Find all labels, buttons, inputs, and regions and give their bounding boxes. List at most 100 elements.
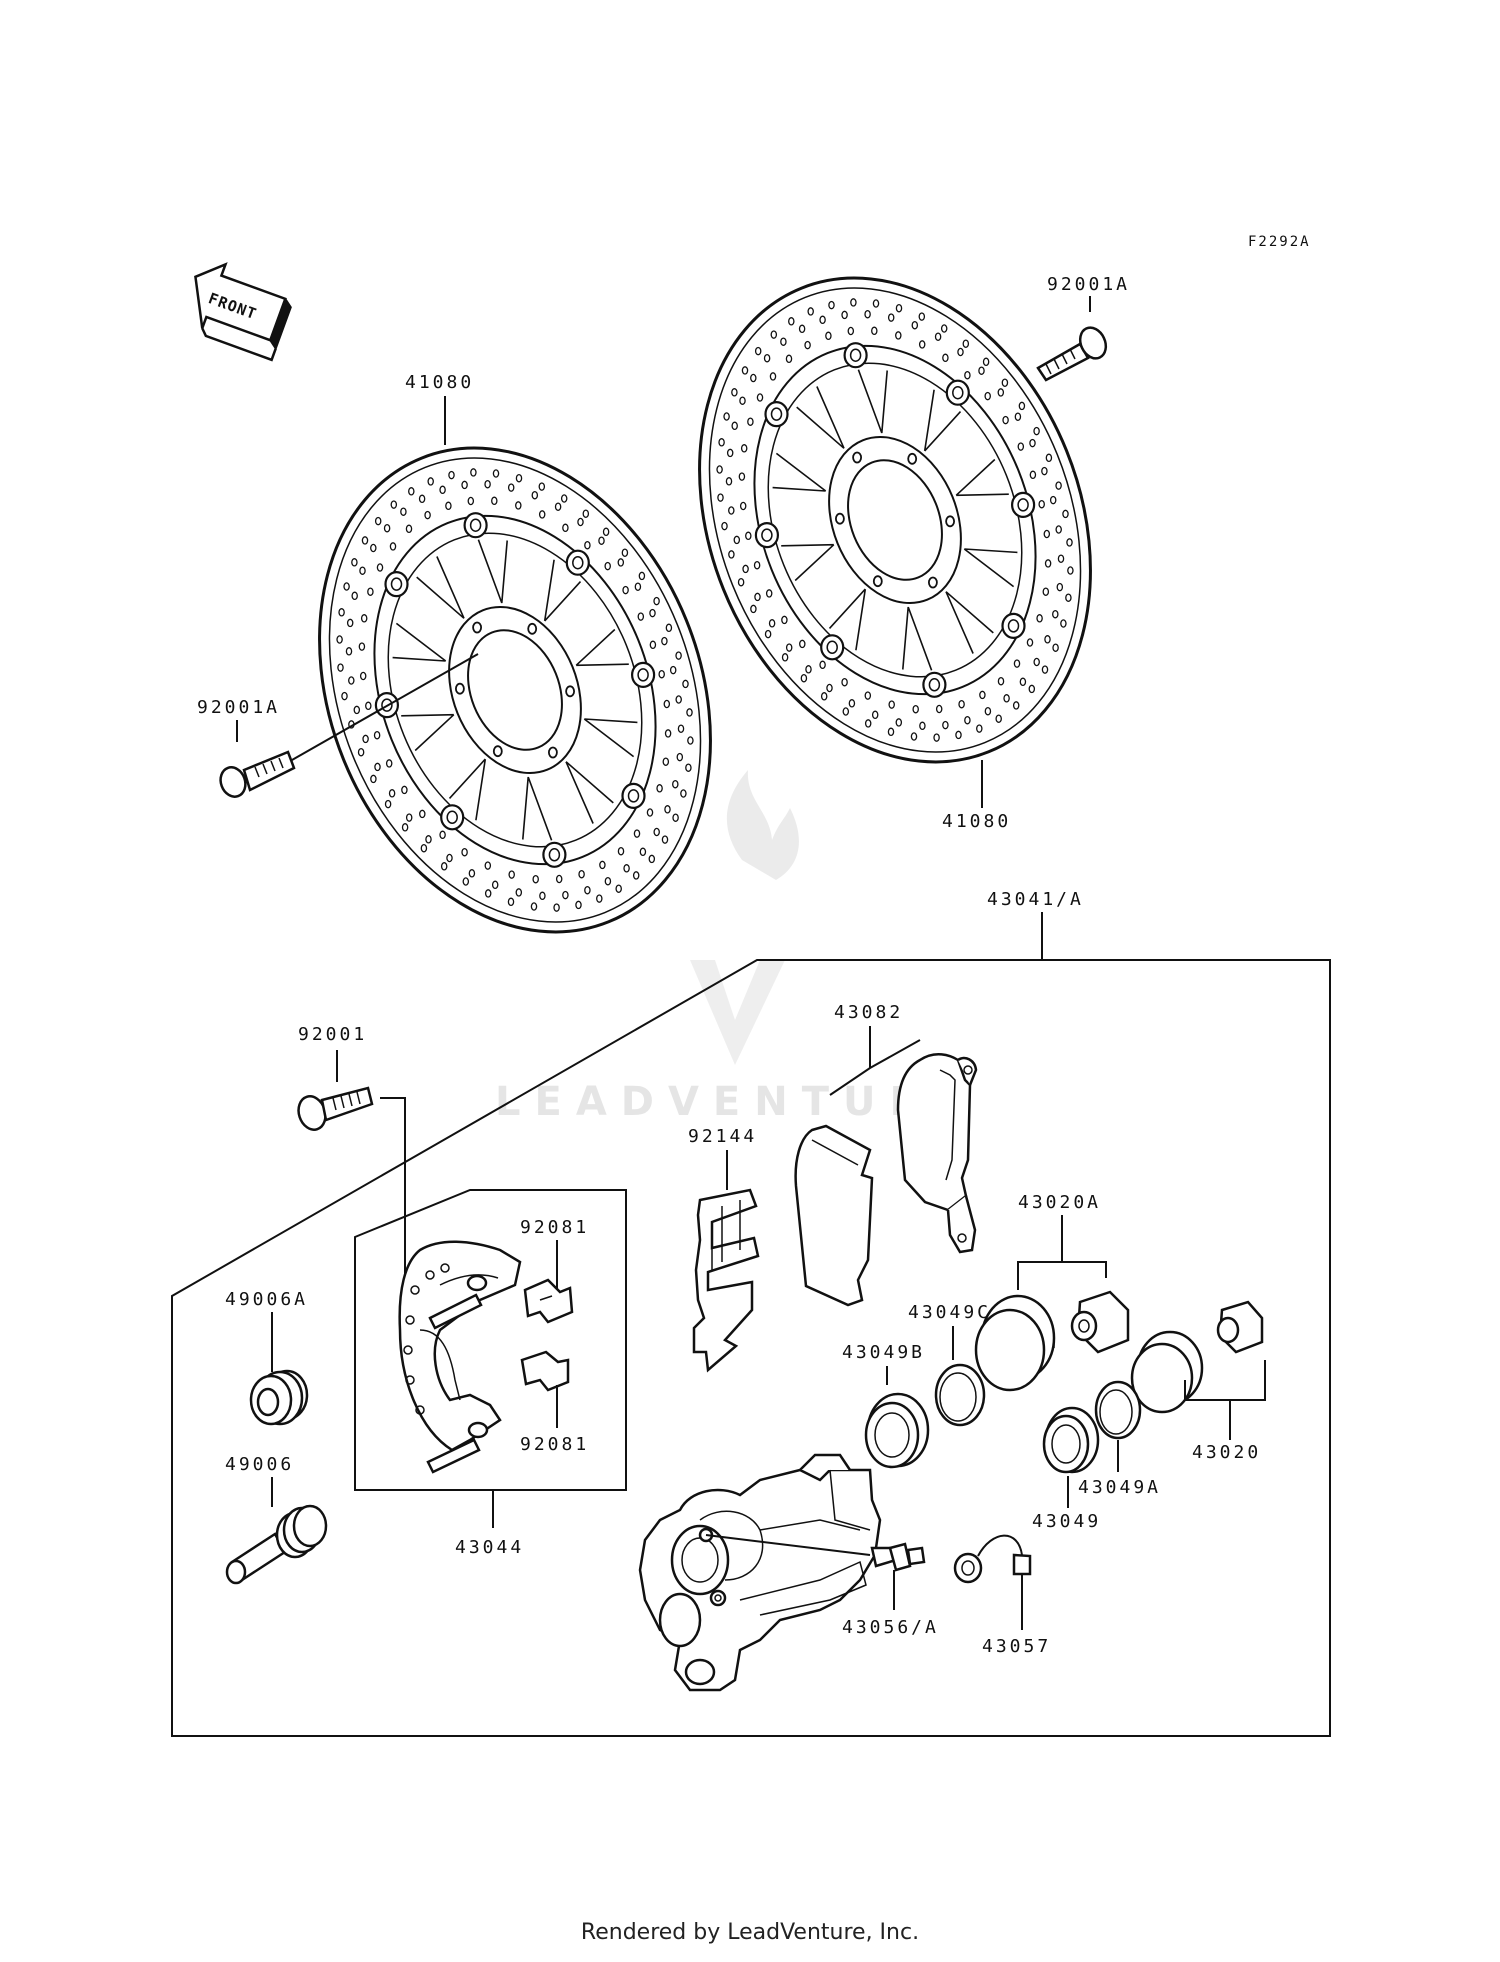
label-bolt-caliper: 92001 [298,1024,367,1045]
drill-hole [731,421,738,431]
hub-bolt-hole [872,575,883,588]
drill-hole [686,708,693,717]
label-bolt-right: 92001A [1047,274,1130,295]
disc-rivet [764,401,789,428]
drill-hole [538,510,546,519]
leader-piston-a-bracket [1017,1261,1107,1290]
disc-rivet-center [627,789,640,803]
drill-hole [747,417,754,426]
drill-hole [374,516,382,526]
drill-hole [491,496,498,506]
hub-bolt-hole [835,512,845,525]
drill-hole [419,809,426,819]
drill-hole [1038,499,1045,509]
disc-rivet-center [770,407,783,421]
drill-hole [768,619,776,628]
label-boot-a: 49006A [225,1289,308,1310]
drill-hole [726,448,734,458]
drill-hole [343,582,350,591]
disc-rivet [440,804,465,831]
drill-hole [492,469,500,478]
disc-spoke [902,606,933,671]
drill-hole [531,490,539,500]
drill-hole [675,651,682,660]
disc-left-hub-holes [454,621,575,759]
drill-hole [446,853,453,863]
caliper-body [638,1453,882,1692]
drill-hole [418,494,426,504]
drill-hole [910,732,918,741]
drill-hole [685,763,692,772]
disc-spoke [448,758,487,821]
drill-hole [598,536,605,545]
drill-hole [373,730,381,740]
hub-bolt-hole [907,452,918,465]
drill-hole [842,707,850,716]
drill-hole [864,719,872,728]
drill-hole [942,720,949,730]
disc-spoke [923,389,962,452]
drill-hole [661,835,669,844]
drill-hole [753,560,761,570]
disc-bolt-left [219,750,296,798]
disc-right-spokes [772,369,1018,671]
disc-bolt-right [1036,326,1108,382]
drill-hole [718,438,725,447]
drill-hole [358,642,366,651]
label-piston-a: 43020A [1018,1192,1101,1213]
drill-hole [401,823,409,832]
disc-rivet [384,570,409,598]
drill-hole [351,558,358,567]
drill-hole [338,608,345,617]
drill-hole [345,647,353,656]
drill-hole [1026,638,1034,647]
drill-hole [539,891,546,901]
drill-hole [1043,529,1051,539]
drill-hole [721,521,728,531]
drill-hole [1065,593,1072,602]
drill-hole [1028,684,1036,694]
brake-disc-right [698,276,1092,764]
drill-hole [1019,677,1027,687]
disc-rivet-center [381,698,393,712]
drill-hole [401,785,408,795]
disc-spoke [522,776,553,841]
brake-pad-front [794,1124,874,1307]
drill-hole [754,346,762,356]
drill-hole [716,465,723,474]
drill-hole [661,636,668,646]
drill-hole [934,332,942,341]
brake-pad-rear [896,1053,978,1254]
disc-rivet-center [1017,498,1029,512]
disc-rivet [565,549,590,576]
drill-hole [982,357,990,367]
drill-hole [484,889,492,898]
drill-hole [515,888,523,897]
drill-hole [672,779,679,789]
drill-hole [680,789,687,798]
disc-rivet-center [548,848,561,862]
drill-hole [739,396,746,405]
disc-rivet [542,841,567,868]
drill-hole [604,561,611,571]
label-spring: 92144 [688,1126,757,1147]
disc-spoke [543,559,582,622]
disc-rivet [1001,612,1026,640]
drill-hole [468,869,476,878]
drill-hole [359,566,366,575]
drill-hole [639,847,647,857]
caliper-bolt [297,1086,374,1131]
drill-hole [764,629,772,639]
pad-clip-top [523,1278,574,1324]
drill-hole [895,718,903,727]
drill-hole [562,523,569,533]
label-seal-a: 43049A [1078,1477,1161,1498]
drill-hole [1052,609,1059,619]
drill-hole [638,571,646,581]
drill-hole [1062,509,1069,519]
drill-hole [633,829,641,838]
drill-hole [515,501,522,510]
drill-hole [1042,587,1050,596]
drill-hole [649,608,656,618]
